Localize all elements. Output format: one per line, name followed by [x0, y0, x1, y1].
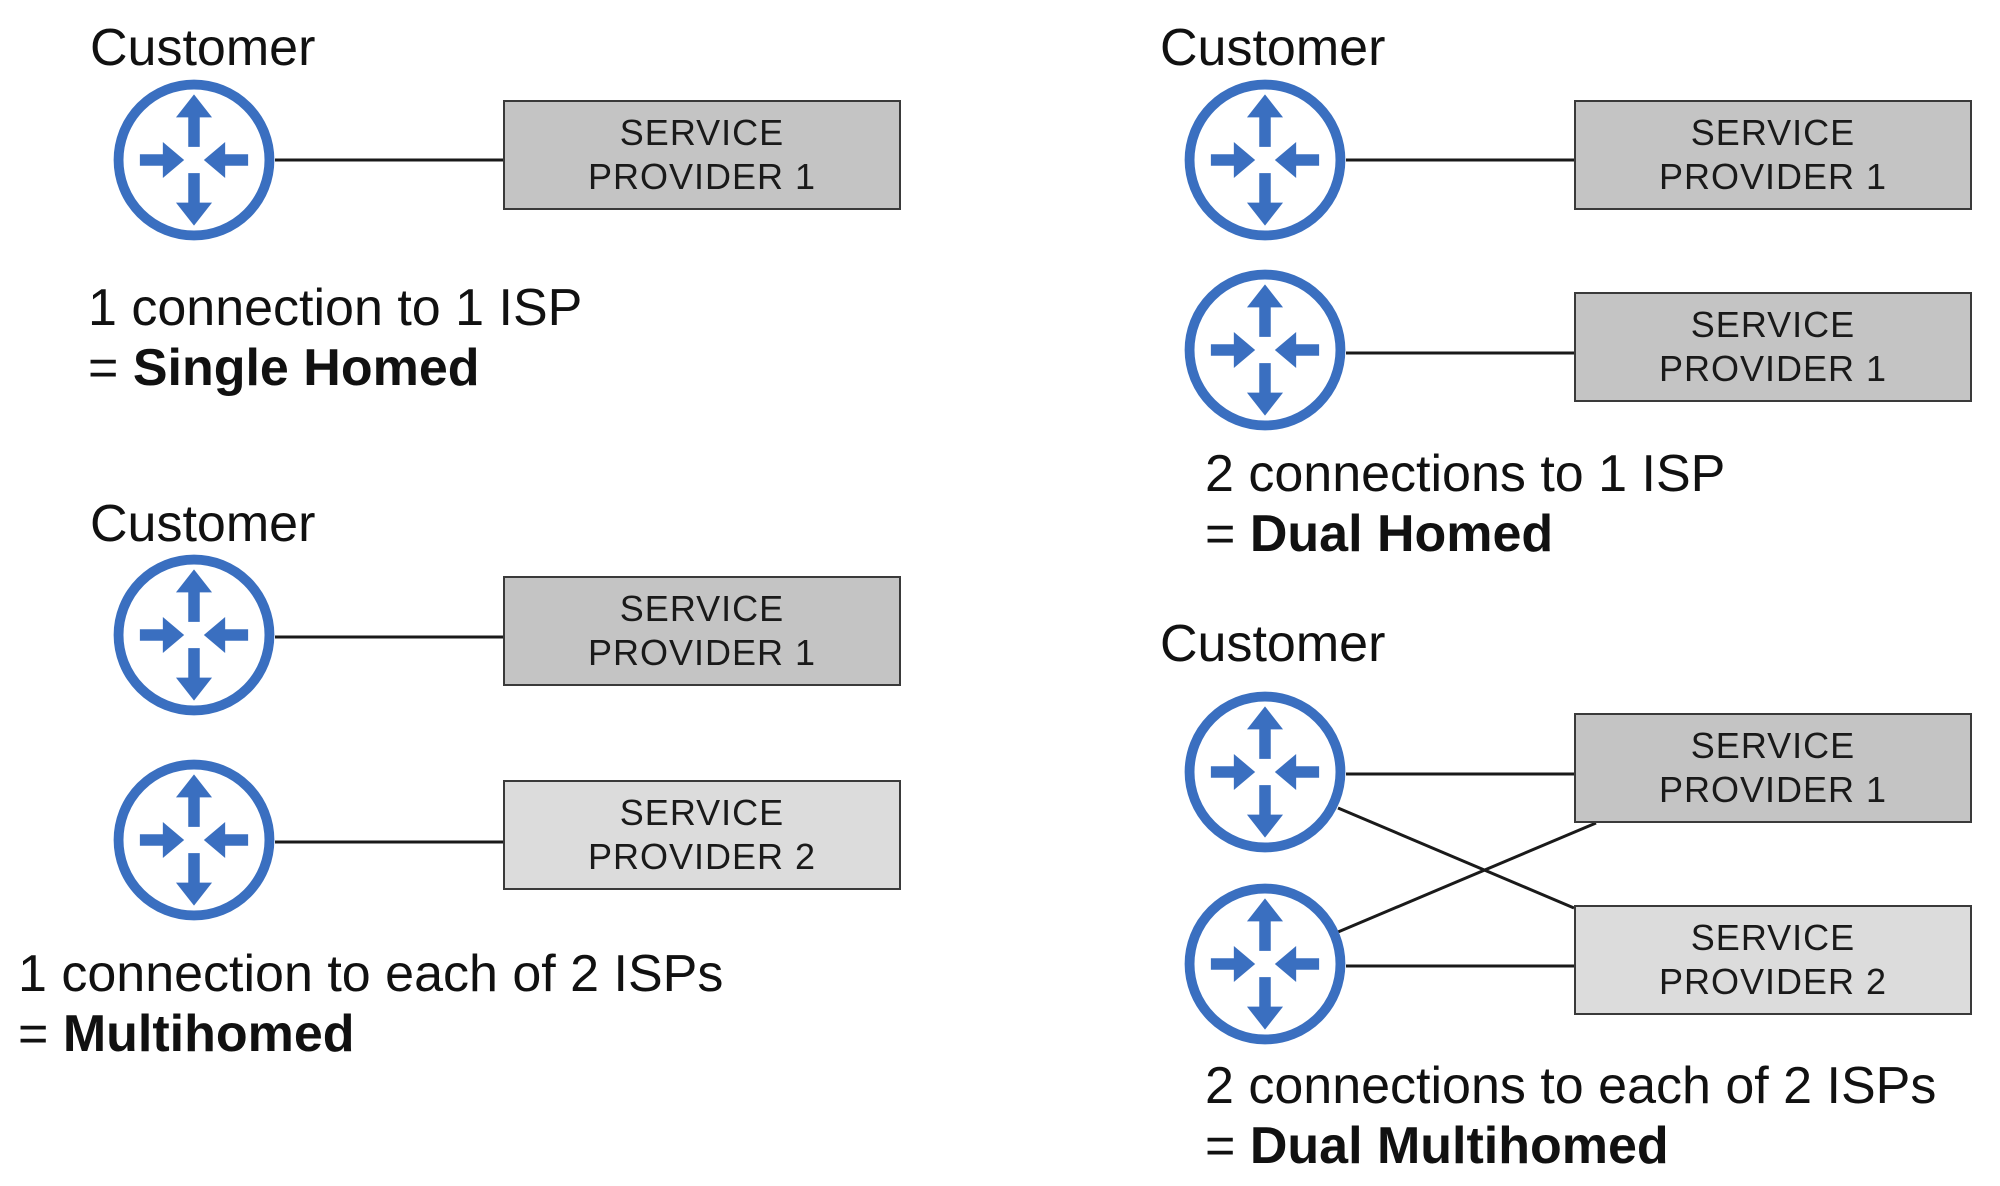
provider-line1: SERVICE [619, 792, 785, 833]
single-homed-result: = Single Homed [88, 342, 480, 394]
router-icon [1184, 269, 1346, 431]
dual-homed-provider-1-box-bottom: SERVICE PROVIDER 1 [1574, 292, 1972, 402]
router-icon [113, 554, 275, 716]
provider-line1: SERVICE [619, 588, 785, 629]
provider-line1: SERVICE [1690, 725, 1856, 766]
result-term: Dual Multihomed [1249, 1117, 1669, 1175]
provider-line1: SERVICE [1690, 917, 1856, 958]
single-homed-customer-label: Customer [90, 19, 316, 77]
provider-line2: PROVIDER 2 [587, 836, 817, 877]
dual-multihomed-description: 2 connections to each of 2 ISPs [1205, 1057, 1937, 1115]
dual-homed-provider-1-box-top: SERVICE PROVIDER 1 [1574, 100, 1972, 210]
multihomed-description: 1 connection to each of 2 ISPs [18, 945, 724, 1003]
provider-line2: PROVIDER 2 [1658, 961, 1888, 1002]
result-prefix: = [1205, 1117, 1250, 1175]
provider-line1: SERVICE [1690, 112, 1856, 153]
router-icon [1184, 79, 1346, 241]
multihomed-customer-label: Customer [90, 495, 316, 553]
router-icon [1184, 691, 1346, 853]
multihomed-provider-2-box: SERVICE PROVIDER 2 [503, 780, 901, 890]
single-homed-description: 1 connection to 1 ISP [88, 279, 583, 337]
dual-multihomed-customer-label: Customer [1160, 615, 1386, 673]
provider-line2: PROVIDER 1 [1658, 156, 1888, 197]
single-homed-provider-1-box: SERVICE PROVIDER 1 [503, 100, 901, 210]
provider-line2: PROVIDER 1 [587, 632, 817, 673]
dual-multihomed-result: = Dual Multihomed [1205, 1120, 1669, 1172]
dual-homed-description: 2 connections to 1 ISP [1205, 445, 1726, 503]
dual-homed-result: = Dual Homed [1205, 508, 1553, 560]
result-term: Single Homed [132, 339, 480, 397]
provider-line2: PROVIDER 1 [1658, 769, 1888, 810]
result-prefix: = [88, 339, 133, 397]
result-prefix: = [1205, 505, 1250, 563]
router-icon [113, 759, 275, 921]
provider-line2: PROVIDER 1 [1658, 348, 1888, 389]
dual-multihomed-provider-1-box: SERVICE PROVIDER 1 [1574, 713, 1972, 823]
link-dual-multihomed-r2-sp1 [1337, 821, 1597, 934]
router-icon [1184, 883, 1346, 1045]
provider-line1: SERVICE [619, 112, 785, 153]
result-term: Multihomed [62, 1005, 355, 1063]
multihomed-result: = Multihomed [18, 1008, 355, 1060]
provider-line2: PROVIDER 1 [587, 156, 817, 197]
dual-homed-customer-label: Customer [1160, 19, 1386, 77]
result-prefix: = [18, 1005, 63, 1063]
provider-line1: SERVICE [1690, 304, 1856, 345]
multihomed-provider-1-box: SERVICE PROVIDER 1 [503, 576, 901, 686]
dual-multihomed-provider-2-box: SERVICE PROVIDER 2 [1574, 905, 1972, 1015]
result-term: Dual Homed [1249, 505, 1554, 563]
router-icon [113, 79, 275, 241]
link-dual-multihomed-r1-sp2 [1337, 806, 1575, 910]
